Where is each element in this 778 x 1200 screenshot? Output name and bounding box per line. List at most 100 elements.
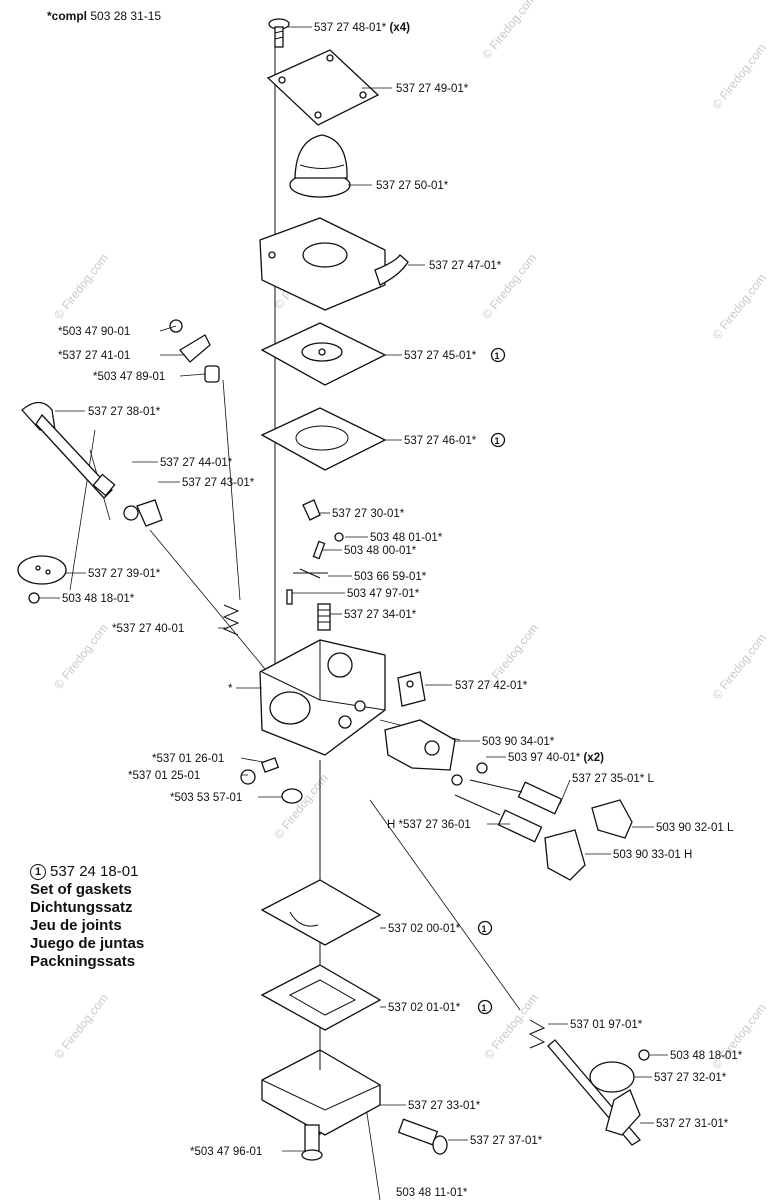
watermark: © Firedog.com bbox=[479, 0, 539, 62]
callout-label: 537 27 49-01* bbox=[396, 83, 469, 95]
needle-housing-icon bbox=[397, 671, 426, 707]
callout-label: 503 66 59-01* bbox=[354, 571, 427, 583]
gasket-set-number: 537 24 18-01 bbox=[50, 863, 139, 880]
gasket-set-markers: 1 1 1 1 bbox=[477, 347, 506, 1015]
callout-label: 503 90 33-01 H bbox=[613, 849, 692, 861]
choke-shaft-icon bbox=[547, 1039, 641, 1146]
bottom-screw-icon bbox=[301, 1124, 323, 1161]
choke-screw-icon bbox=[638, 1049, 650, 1061]
callout-label: 537 27 42-01* bbox=[455, 680, 528, 692]
callout-label: 503 47 97-01* bbox=[347, 588, 420, 600]
pump-gasket-icon bbox=[260, 407, 387, 471]
carburetor-body-icon bbox=[259, 639, 386, 756]
callout-label: *503 53 57-01 bbox=[170, 792, 242, 804]
screw-top-icon bbox=[268, 18, 290, 48]
idle-screw-icon bbox=[397, 1118, 448, 1155]
callout-label: 537 27 38-01* bbox=[88, 406, 161, 418]
callout-label: 537 27 33-01* bbox=[408, 1100, 481, 1112]
gasket-set-marker-text: 1 bbox=[482, 924, 487, 934]
callout-label: *503 47 96-01 bbox=[190, 1146, 262, 1158]
gasket-set-line: Jeu de joints bbox=[30, 917, 122, 934]
watermark: © Firedog.com bbox=[51, 621, 111, 692]
kit-number-header: *compl 503 28 31-15 bbox=[47, 9, 161, 23]
callout-label: 503 97 40-01* (x2) bbox=[508, 752, 604, 764]
cover-plate-icon bbox=[266, 49, 380, 126]
gasket-set-line: Packningssats bbox=[30, 953, 136, 970]
callout-label: 503 48 00-01* bbox=[344, 545, 417, 557]
callout-label: 537 27 44-01* bbox=[160, 457, 233, 469]
screw-small-icon bbox=[28, 592, 40, 604]
pump-cover-icon bbox=[259, 217, 409, 311]
callout-label: 537 27 45-01* bbox=[404, 350, 477, 362]
throttle-plate-icon bbox=[17, 555, 67, 585]
throttle-shaft-icon bbox=[21, 401, 116, 499]
callout-label: 537 27 30-01* bbox=[332, 508, 405, 520]
callout-label: 537 27 32-01* bbox=[654, 1072, 727, 1084]
watermark: © Firedog.com bbox=[709, 631, 769, 702]
callout-label: 537 01 97-01* bbox=[570, 1019, 643, 1031]
primer-bulb-icon bbox=[289, 134, 351, 198]
callout-label: 537 02 00-01* bbox=[388, 923, 461, 935]
gasket-set-marker bbox=[477, 999, 493, 1015]
gasket-set-marker bbox=[490, 347, 506, 363]
callout-label: 537 27 35-01* L bbox=[572, 773, 654, 785]
metering-gasket-icon bbox=[260, 879, 382, 946]
callout-label: 503 48 01-01* bbox=[370, 532, 443, 544]
inlet-needle-parts-icon bbox=[286, 499, 344, 631]
callout-label: H *537 27 36-01 bbox=[387, 819, 471, 831]
callout-label: 537 27 48-01* (x4) bbox=[314, 22, 410, 34]
gasket-set-line: Dichtungssatz bbox=[30, 899, 133, 916]
gasket-set-line: Juego de juntas bbox=[30, 935, 145, 952]
callout-label: 537 27 43-01* bbox=[182, 477, 255, 489]
callout-label: 503 48 18-01* bbox=[670, 1050, 743, 1062]
callout-label: 503 48 18-01* bbox=[62, 593, 135, 605]
callout-label: *503 47 89-01 bbox=[93, 371, 165, 383]
choke-plate-icon bbox=[589, 1061, 635, 1093]
metering-diaphragm-icon bbox=[260, 964, 382, 1031]
kit-prefix: *compl bbox=[47, 9, 88, 23]
callout-label: 537 27 47-01* bbox=[429, 260, 502, 272]
limiter-cap-pair-icon bbox=[384, 719, 456, 771]
limiter-cap-l-icon bbox=[591, 799, 633, 839]
adjusting-needle-l-icon bbox=[469, 779, 563, 815]
gasket-set-line: Set of gaskets bbox=[30, 881, 132, 898]
callout-label: 537 27 50-01* bbox=[376, 180, 449, 192]
watermark: © Firedog.com bbox=[271, 771, 331, 842]
watermark: © Firedog.com bbox=[709, 41, 769, 112]
callout-label: 537 27 46-01* bbox=[404, 435, 477, 447]
gasket-set-marker-text: 1 bbox=[482, 1003, 487, 1013]
o-ring-icon bbox=[451, 762, 488, 786]
callout-label: *537 01 26-01 bbox=[152, 753, 224, 765]
watermark: © Firedog.com bbox=[51, 251, 111, 322]
throttle-lever-icon bbox=[169, 319, 220, 383]
callout-label: 537 27 31-01* bbox=[656, 1118, 729, 1130]
metering-cover-icon bbox=[261, 1049, 381, 1136]
callout-label: 503 90 32-01 L bbox=[656, 822, 734, 834]
callout-label: *537 01 25-01 bbox=[128, 770, 200, 782]
diaphragm-icon bbox=[260, 322, 387, 386]
callout-label: *537 27 41-01 bbox=[58, 350, 130, 362]
limiter-cap-h-icon bbox=[544, 829, 586, 881]
callout-label: * bbox=[228, 683, 233, 695]
watermark: © Firedog.com bbox=[709, 271, 769, 342]
choke-spring-icon bbox=[528, 1019, 546, 1049]
gasket-set-marker: 1 bbox=[30, 864, 46, 880]
callout-label: 537 27 37-01* bbox=[470, 1135, 543, 1147]
callout-label: *537 27 40-01 bbox=[112, 623, 184, 635]
throttle-spring-icon bbox=[222, 604, 240, 636]
kit-number: 503 28 31-15 bbox=[90, 9, 162, 23]
washer-clip-icon bbox=[123, 499, 163, 527]
callout-label: *503 47 90-01 bbox=[58, 326, 130, 338]
adjusting-needle-h-icon bbox=[454, 794, 543, 843]
callout-label: 503 90 34-01* bbox=[482, 736, 555, 748]
gasket-set-marker bbox=[477, 920, 493, 936]
jet-parts-icon bbox=[240, 757, 303, 804]
watermark: © Firedog.com bbox=[481, 991, 541, 1062]
leader-lines bbox=[38, 26, 668, 1152]
callout-labels: 537 27 48-01* (x4) 537 27 49-01* 537 27 … bbox=[58, 22, 743, 1199]
callout-label: 537 27 39-01* bbox=[88, 568, 161, 580]
gasket-set-marker-text: 1 bbox=[495, 436, 500, 446]
